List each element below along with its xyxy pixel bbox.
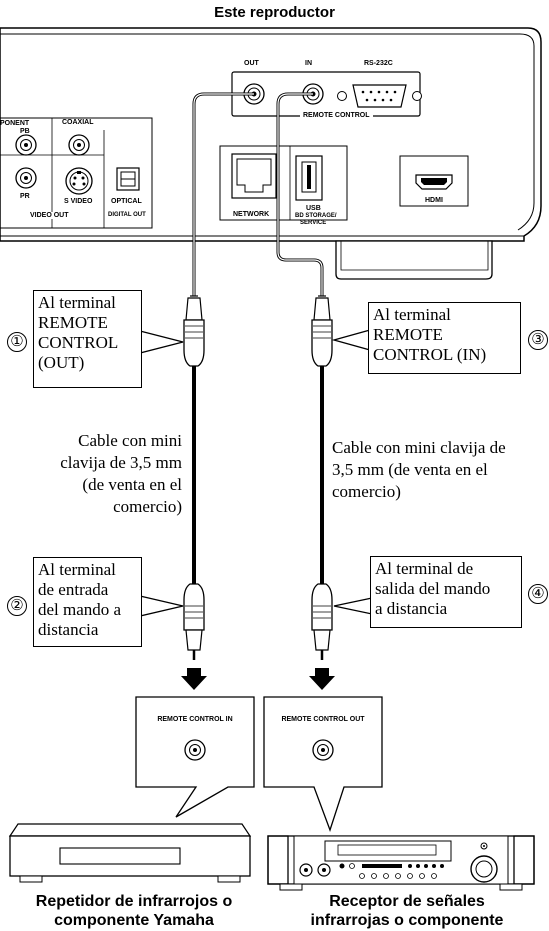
callout-1-line-1: Al terminal — [38, 293, 116, 312]
network-port — [231, 153, 277, 199]
callout-2-line-2: de entrada — [38, 580, 109, 599]
cable-right — [276, 92, 333, 660]
callout-number-1: ① — [7, 332, 27, 352]
label-bd-storage: BD STORAGE/ — [295, 213, 337, 219]
usb-port — [295, 155, 323, 201]
label-component: PONENT — [0, 120, 30, 127]
label-s-video: S VIDEO — [64, 198, 93, 205]
bubble-remote-out — [263, 696, 383, 832]
caption-receiver: Receptor de señales — [272, 892, 542, 911]
callout-1-line-3: CONTROL — [38, 333, 119, 352]
label-service: SERVICE — [300, 220, 327, 226]
player-rear-panel — [0, 27, 542, 280]
caption-right-line-1: Receptor de señales — [329, 893, 485, 910]
cable-left-line-1: Cable con mini — [78, 431, 182, 450]
caption-ir-repeater: Repetidor de infrarrojos o componente Ya… — [0, 892, 268, 930]
callout-4-line-3: a distancia — [375, 599, 448, 618]
arrow-down-left-icon — [181, 668, 207, 690]
rs232c-port — [337, 84, 422, 108]
caption-receiver-2: infrarrojas o componente — [272, 911, 542, 931]
cable-right-line-1: Cable con mini clavija de — [332, 438, 506, 457]
label-video-out: VIDEO OUT — [28, 212, 71, 219]
callout-number-3: ③ — [528, 330, 548, 350]
label-usb: USB — [306, 205, 321, 212]
callout-2-line-3: del mando a — [38, 600, 122, 619]
arrow-down-right-icon — [309, 668, 335, 690]
jack-s-video — [65, 167, 93, 195]
cable-right-line-3: comercio) — [332, 482, 401, 501]
label-optical: OPTICAL — [111, 198, 142, 205]
cable-left-line-2: clavija de 3,5 mm — [60, 453, 182, 472]
cable-left-line-4: comercio) — [113, 497, 182, 516]
label-network: NETWORK — [233, 211, 270, 218]
label-out: OUT — [244, 60, 259, 67]
label-in: IN — [305, 60, 312, 67]
callout-box-4: Al terminal de salida del mando a distan… — [370, 556, 522, 628]
callout-1-line-2: REMOTE — [38, 313, 108, 332]
callout-3-line-3: CONTROL (IN) — [373, 345, 487, 364]
label-pr: PR — [20, 193, 30, 200]
cable-right-label: Cable con mini clavija de 3,5 mm (de ven… — [332, 437, 547, 503]
callout-box-1: Al terminal REMOTE CONTROL (OUT) — [33, 290, 142, 388]
callout-4-line-1: Al terminal de — [375, 559, 474, 578]
label-rs232c: RS-232C — [364, 60, 393, 67]
callout-number-2: ② — [7, 596, 27, 616]
callout-box-3: Al terminal REMOTE CONTROL (IN) — [368, 302, 521, 374]
hdmi-port — [415, 174, 453, 190]
callout-4-line-2: salida del mando — [375, 579, 491, 598]
jack-pb — [15, 134, 37, 156]
optical-port — [116, 167, 140, 191]
av-receiver-device — [267, 835, 535, 891]
label-hdmi: HDMI — [425, 197, 443, 204]
label-remote-control-out: REMOTE CONTROL OUT — [281, 716, 365, 723]
callout-2-line-4: distancia — [38, 620, 99, 639]
cable-left — [183, 92, 254, 660]
caption-left-line-1: Repetidor de infrarrojos o — [35, 893, 233, 910]
callout-3-line-1: Al terminal — [373, 305, 451, 324]
label-remote-control-in: REMOTE CONTROL IN — [157, 716, 233, 723]
cable-left-label: Cable con mini clavija de 3,5 mm (de ven… — [20, 430, 182, 518]
jack-pr — [15, 167, 37, 189]
bubble-remote-in — [135, 696, 255, 818]
cable-left-line-3: (de venta en el — [82, 475, 182, 494]
caption-left-line-2: componente Yamaha — [54, 912, 214, 929]
callout-box-2: Al terminal de entrada del mando a dista… — [33, 557, 142, 647]
cable-right-line-2: 3,5 mm (de venta en el — [332, 460, 488, 479]
label-pb: PB — [20, 128, 30, 135]
diagram-title: Este reproductor — [214, 4, 335, 21]
callout-number-4: ④ — [528, 584, 548, 604]
caption-right-line-2: infrarrojas o componente — [310, 912, 504, 929]
label-digital-out: DIGITAL OUT — [106, 212, 148, 218]
callout-3-line-2: REMOTE — [373, 325, 443, 344]
callout-2-line-1: Al terminal — [38, 560, 116, 579]
jack-coaxial — [68, 134, 90, 156]
jack-in — [302, 83, 324, 105]
callout-1-line-4: (OUT) — [38, 353, 85, 372]
label-remote-control: REMOTE CONTROL — [300, 112, 373, 119]
label-coaxial: COAXIAL — [62, 119, 94, 126]
ir-repeater-device — [8, 823, 252, 883]
